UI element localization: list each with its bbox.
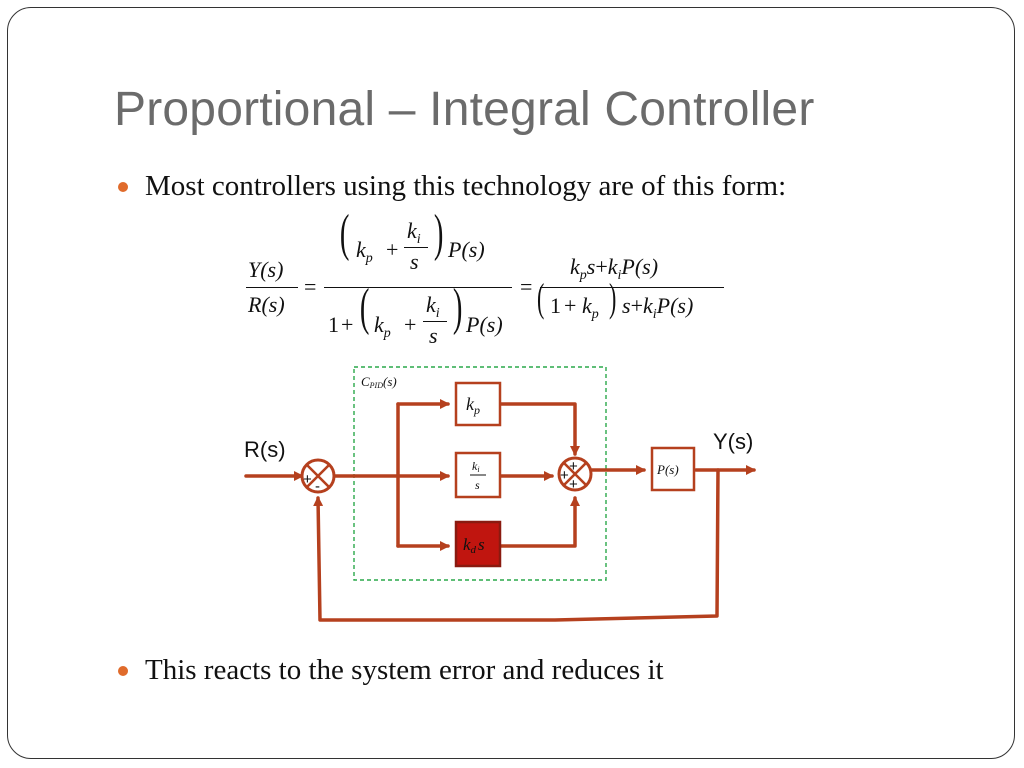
lhs-numerator: Y(s)	[248, 257, 284, 282]
summing-junction-1: + -	[300, 458, 336, 495]
summing-junction-2: + + +	[557, 456, 593, 493]
plant-term: P(s)	[448, 237, 485, 262]
bullet-dot-icon	[118, 666, 128, 676]
ki-denominator: s	[410, 249, 419, 274]
bullet-text: Most controllers using this technology a…	[145, 170, 787, 202]
equals-sign-1: =	[304, 274, 317, 299]
transfer-function-equation: Y(s) R(s) = ( kp + ki s ) P(s) 1 + ( kp …	[244, 205, 744, 362]
kp-block: kp	[454, 381, 502, 427]
kp-term: kp	[374, 312, 391, 341]
ki-numerator: ki	[407, 218, 421, 247]
rhs-fraction-bar	[540, 287, 724, 289]
svg-text:P(s): P(s)	[656, 462, 679, 477]
kp-output-line	[498, 402, 580, 456]
lhs-denominator: R(s)	[248, 292, 285, 317]
rhs-denominator-one: 1	[550, 293, 561, 318]
controller-boundary	[353, 366, 607, 581]
svg-text:kp: kp	[466, 394, 480, 417]
ki-numerator: ki	[426, 292, 440, 321]
kp-term: kp	[356, 237, 373, 266]
kp-term: kp	[582, 293, 599, 322]
kd-output-line	[498, 496, 580, 548]
output-label: Y(s)	[713, 429, 753, 454]
one-term: 1	[328, 312, 339, 337]
ki-denominator: s	[429, 323, 438, 348]
slide-frame	[7, 7, 1015, 759]
main-fraction-bar	[324, 287, 512, 289]
plus-sign: +	[564, 293, 577, 318]
svg-text:kds: kds	[463, 535, 485, 556]
input-label: R(s)	[244, 437, 286, 462]
controller-label: CPID(s)	[361, 374, 397, 390]
rhs-numerator: kps+kiP(s)	[570, 254, 659, 283]
paren-open: (	[339, 205, 350, 262]
bullet-text: This reacts to the system error and redu…	[145, 654, 664, 686]
ki-fraction-bar	[404, 247, 428, 249]
sum1-plus-sign: +	[303, 471, 312, 488]
equals-sign-2: =	[520, 274, 533, 299]
sum1-minus-sign: -	[315, 478, 320, 495]
paren-close: )	[608, 275, 617, 320]
plant-block: P(s)	[650, 446, 696, 492]
plus-sign: +	[386, 237, 399, 262]
sum2-bottom-plus-sign: +	[569, 476, 578, 493]
slide-title: Proportional – Integral Controller	[114, 83, 815, 136]
svg-text:s: s	[475, 478, 480, 492]
plus-sign: +	[341, 312, 354, 337]
sum2-left-plus-sign: +	[560, 467, 569, 484]
plus-sign: +	[404, 312, 417, 337]
svg-text:ki: ki	[472, 459, 480, 474]
paren-open: (	[359, 279, 370, 336]
bullet-dot-icon	[118, 182, 128, 192]
rhs-denominator-rest: s+kiP(s)	[622, 293, 694, 322]
lhs-fraction-bar	[246, 287, 298, 289]
sum2-top-plus-sign: +	[569, 458, 578, 475]
paren-close: )	[433, 205, 444, 262]
paren-close: )	[452, 279, 463, 336]
feedback-line	[313, 468, 720, 622]
paren-open: (	[536, 275, 545, 320]
ki-block: ki s	[454, 451, 502, 499]
ki-fraction-bar	[423, 321, 447, 323]
plant-term: P(s)	[466, 312, 503, 337]
